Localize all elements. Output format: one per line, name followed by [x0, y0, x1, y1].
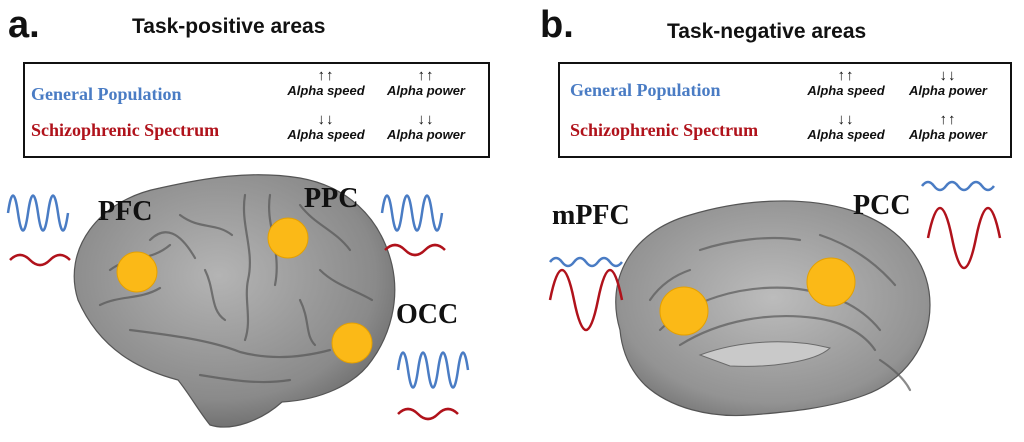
legend-general-power: ↑↑ Alpha power: [386, 67, 465, 98]
legend-schizo-label: Schizophrenic Spectrum: [570, 120, 759, 140]
wave-pcc-general: [921, 180, 995, 192]
legend-schizo-power: ↓↓ Alpha power: [386, 111, 465, 142]
wave-pcc-schizo: [926, 206, 1002, 270]
wave-occ-general: [396, 351, 470, 389]
brain-lateral: [73, 174, 396, 428]
legend-general-speed: ↑↑ Alpha speed: [287, 67, 365, 98]
legend-schizo-speed: ↓↓ Alpha speed: [287, 111, 365, 142]
wave-pfc-schizo: [9, 253, 71, 267]
legend-general-label: General Population: [570, 80, 721, 100]
wave-ppc-general: [380, 194, 444, 232]
panel-b-letter: b.: [540, 4, 574, 46]
marker-pfc: [116, 251, 158, 293]
legend-schizo-label: Schizophrenic Spectrum: [31, 120, 220, 140]
legend-general-power: ↓↓ Alpha power: [908, 67, 987, 98]
legend-schizo-speed: ↓↓ Alpha speed: [807, 111, 885, 142]
panel-a-letter: a.: [8, 4, 40, 46]
marker-occ: [331, 322, 373, 364]
panel-a-title: Task-positive areas: [132, 15, 326, 38]
wave-mpfc-schizo: [548, 268, 624, 332]
region-occ-label: OCC: [396, 299, 459, 330]
wave-pfc-general: [6, 194, 70, 232]
legend-general-speed: ↑↑ Alpha speed: [807, 67, 885, 98]
marker-mpfc: [659, 286, 709, 336]
region-mpfc-label: mPFC: [552, 200, 630, 231]
wave-mpfc-general: [549, 256, 623, 268]
legend-general-label: General Population: [31, 84, 182, 104]
marker-ppc: [267, 217, 309, 259]
region-ppc-label: PPC: [304, 183, 359, 214]
panel-b-legend: General Population Schizophrenic Spectru…: [558, 62, 1012, 158]
marker-pcc: [806, 257, 856, 307]
wave-occ-schizo: [397, 407, 459, 421]
wave-ppc-schizo: [384, 243, 446, 257]
panel-b-title: Task-negative areas: [667, 20, 867, 43]
legend-schizo-power: ↑↑ Alpha power: [908, 111, 987, 142]
region-pcc-label: PCC: [853, 190, 911, 221]
region-pfc-label: PFC: [98, 196, 153, 227]
panel-a-legend: General Population Schizophrenic Spectru…: [23, 62, 490, 158]
